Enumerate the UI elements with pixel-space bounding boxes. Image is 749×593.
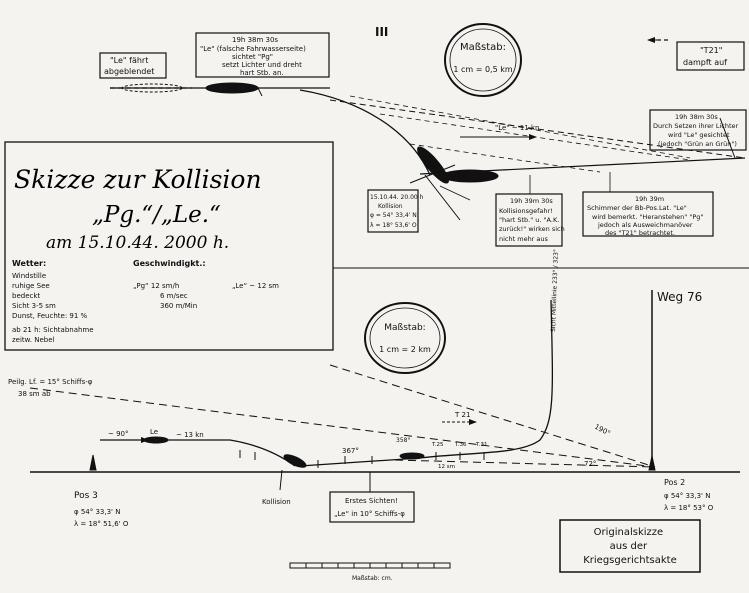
peilung-line	[29, 387, 656, 468]
pos2-lon: λ = 18° 53° O	[664, 504, 714, 512]
scale-lower-value: 1 cm = 2 km	[379, 345, 431, 354]
label-367: 367°	[342, 447, 359, 455]
le-ship-collision	[417, 146, 449, 184]
scalebar-label: Maßstab: cm.	[352, 575, 393, 582]
box-original	[559, 519, 701, 573]
label-le-speed-lower: ~ 13 kn	[176, 431, 204, 439]
scale-upper-title: Maßstab:	[460, 42, 506, 53]
box-1938-30	[195, 32, 330, 78]
box-1939	[582, 191, 714, 237]
speed-heading: Geschwindigkt.:	[133, 259, 206, 268]
label-72: 72°	[584, 460, 596, 468]
pos3-lon: λ = 18° 51,6' O	[74, 520, 129, 528]
pos3-name: Pos 3	[74, 491, 98, 501]
roman-numeral: III	[375, 25, 388, 39]
box-erstes-sichten	[329, 491, 415, 523]
label-t21-lower: T 21	[454, 411, 470, 419]
le-ship-lower	[143, 436, 169, 444]
label-le-speed-upper: "Le" ~ 11 kn	[495, 124, 539, 132]
pos2-buoy	[648, 455, 656, 471]
pos2-name: Pos 2	[664, 478, 685, 487]
scale-upper-value: 1 cm = 0,5 km	[453, 65, 513, 74]
box-1939-30-text: 19h 39m 30s Kollisionsgefahr! "hart Stb.…	[499, 197, 567, 243]
upper-diagram: III "Le" fährt abgeblendet 19h 38m 30s "…	[99, 23, 747, 247]
pg-course-lower	[299, 299, 554, 467]
box-1939-30	[495, 193, 563, 247]
speed-pg: „Pg“ 12 sm/h 6 m/sec 360 m/Min	[133, 282, 197, 310]
le-course-lower	[100, 439, 296, 467]
tick-label-t31: T.31	[475, 442, 487, 448]
box-1938-30s-right	[649, 109, 747, 151]
box-1938-30s-right-text: 19h 38m 30s Durch Setzen ihrer Lichter w…	[653, 113, 740, 148]
label-kollision-lower: Kollision	[262, 498, 291, 506]
title-line3: am 15.10.44. 2000 h.	[46, 233, 229, 253]
tick-label-12sm: 12 sm	[438, 464, 455, 470]
pg-ship	[441, 169, 499, 183]
label-course-vertical: Sicht Mittellinie 233° / 323°	[550, 249, 560, 332]
title-line1: Skizze zur Kollision	[14, 165, 262, 194]
box-erstes-sichten-text: Erstes Sichten! „Le“ in 10° Schiffs-φ	[334, 497, 405, 518]
pos3-buoy	[89, 454, 97, 471]
scale-circle-lower	[364, 302, 446, 374]
label-le: Le	[150, 428, 158, 436]
tick-label-t36: T.36	[454, 442, 467, 448]
box-original-text: Originalskizze aus der Kriegsgerichtsakt…	[583, 527, 677, 566]
title-frame	[4, 141, 334, 351]
box-le-faehrt-text: "Le" fährt abgeblendet	[104, 56, 154, 76]
box-1938-30-text: 19h 38m 30s "Le" (falsche Fahrwasserseit…	[200, 36, 308, 77]
box-t21-text: "T21" dampft auf	[683, 46, 727, 67]
label-358: 358°	[396, 437, 410, 444]
pg-ship-lower	[399, 452, 425, 460]
title-block: Skizze zur Kollision „Pg.“/„Le.“ am 15.1…	[4, 141, 334, 351]
box-le-faehrt	[99, 52, 167, 79]
le-ship	[205, 82, 259, 94]
speed-le: „Le“ ~ 12 sm	[232, 282, 279, 290]
box-t21	[676, 41, 745, 71]
scale-lower-title: Maßstab:	[384, 323, 425, 333]
label-weg76: Weg 76	[657, 290, 702, 304]
le-turn-curve	[299, 89, 431, 176]
label-190: 190°	[593, 423, 612, 438]
box-kollision-text: 15.10.44. 20.00 h Kollision φ = 54° 33,4…	[370, 194, 425, 229]
scale-circle-upper	[444, 23, 522, 97]
tick-label-t25: T.25	[431, 442, 444, 448]
collision-ship	[283, 454, 307, 468]
label-90: ~ 90°	[108, 430, 129, 438]
box-kollision	[367, 189, 419, 233]
pos2-lat: φ 54° 33,3' N	[664, 492, 710, 500]
box-1939-text: 19h 39m Schimmer der Bb-Pos.Lat. "Le" wi…	[587, 195, 705, 237]
title-line2: „Pg.“/„Le.“	[92, 202, 221, 228]
le-ship-ghost	[121, 83, 183, 93]
pos3-lat: φ 54° 33,3' N	[74, 508, 120, 516]
label-peilung: Peilg. Lf. = 15° Schiffs-φ 38 sm ab	[8, 378, 95, 398]
lower-diagram: Weg 76 Maßstab: 1 cm = 2 km Peilg. Lf. =…	[8, 249, 740, 582]
weather-lines: Windstille ruhige See bedeckt Sicht 3-5 …	[12, 272, 96, 344]
weather-heading: Wetter:	[12, 259, 46, 268]
